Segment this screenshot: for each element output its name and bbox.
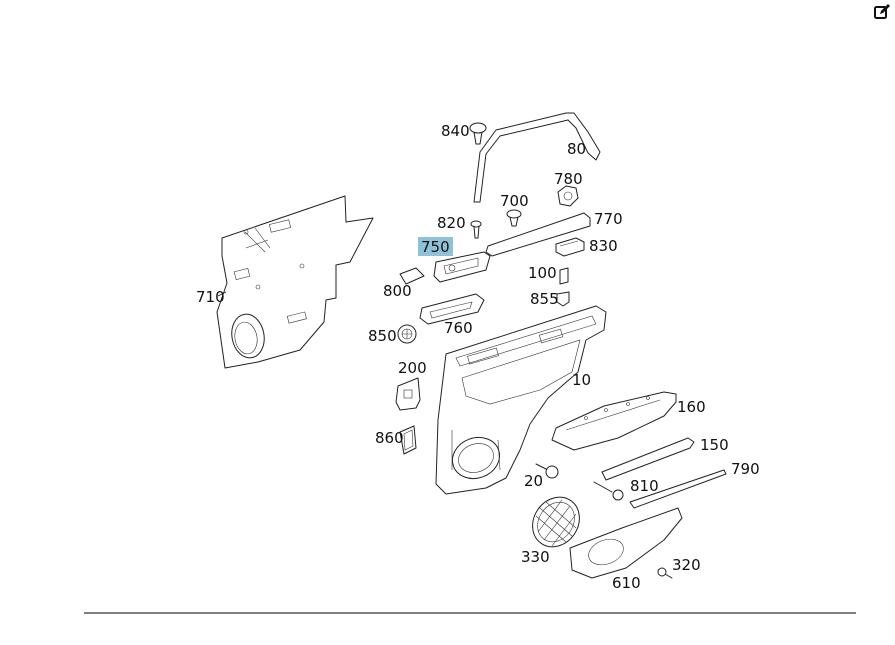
part-800-cap — [399, 267, 425, 285]
part-790-strip — [629, 469, 727, 509]
part-610-lower-trim — [569, 507, 683, 579]
callout-830[interactable]: 830 — [589, 237, 618, 255]
callout-810[interactable]: 810 — [630, 477, 659, 495]
callout-820[interactable]: 820 — [437, 214, 466, 232]
part-200-bracket — [395, 377, 421, 411]
part-700-clip — [506, 209, 522, 227]
part-820-screw — [470, 220, 482, 239]
callout-855[interactable]: 855 — [530, 290, 559, 308]
part-330-speaker-grille — [532, 496, 580, 548]
part-850-grommet — [397, 324, 417, 344]
callout-790[interactable]: 790 — [731, 460, 760, 478]
callout-850[interactable]: 850 — [368, 327, 397, 345]
callout-610[interactable]: 610 — [612, 574, 641, 592]
callout-860[interactable]: 860 — [375, 429, 404, 447]
part-770-trim-strip — [485, 212, 591, 257]
part-860-switch — [399, 425, 417, 455]
callout-760[interactable]: 760 — [444, 319, 473, 337]
callout-770[interactable]: 770 — [594, 210, 623, 228]
callout-150[interactable]: 150 — [700, 436, 729, 454]
part-20-screw — [535, 463, 559, 479]
callout-750[interactable]: 750 — [421, 238, 450, 256]
callout-20[interactable]: 20 — [524, 472, 543, 490]
callout-710[interactable]: 710 — [196, 288, 225, 306]
callout-labels: 840 80 780 700 820 770 750 830 100 800 8… — [196, 122, 760, 592]
callout-320[interactable]: 320 — [672, 556, 701, 574]
callout-10[interactable]: 10 — [572, 371, 591, 389]
part-840-clip — [469, 122, 487, 145]
callout-800[interactable]: 800 — [383, 282, 412, 300]
part-100-clip — [559, 267, 569, 285]
part-760-inner-handle — [419, 293, 485, 325]
part-160-armrest-trim — [551, 391, 677, 451]
part-780-nut — [557, 185, 579, 207]
part-830-bracket — [555, 237, 585, 257]
callout-330[interactable]: 330 — [521, 548, 550, 566]
part-320-clip — [657, 567, 673, 579]
callout-160[interactable]: 160 — [677, 398, 706, 416]
part-10-door-panel — [435, 305, 607, 495]
callout-100[interactable]: 100 — [528, 264, 557, 282]
part-150-trim — [601, 437, 695, 481]
callout-80[interactable]: 80 — [567, 140, 586, 158]
part-80-frame-trim — [473, 112, 601, 203]
callout-840[interactable]: 840 — [441, 122, 470, 140]
part-855-clip — [556, 291, 570, 307]
part-710-door-membrane — [216, 195, 374, 369]
part-810-screw — [593, 481, 624, 501]
callout-700[interactable]: 700 — [500, 192, 529, 210]
callout-780[interactable]: 780 — [554, 170, 583, 188]
edit-icon[interactable] — [872, 2, 892, 22]
callout-200[interactable]: 200 — [398, 359, 427, 377]
part-750-handle-bezel — [433, 251, 491, 283]
callout-highlight — [418, 237, 453, 256]
